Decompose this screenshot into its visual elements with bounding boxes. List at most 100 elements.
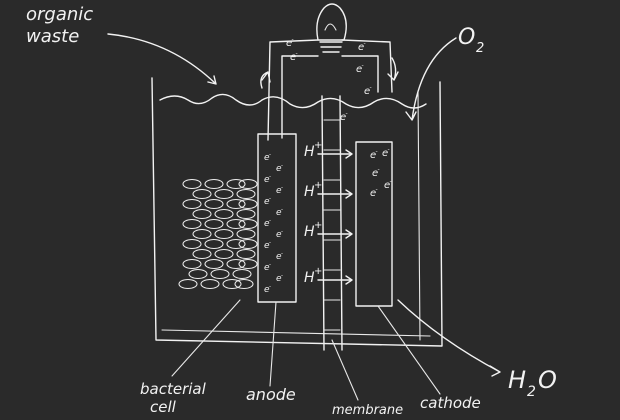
electron-symbol: e- xyxy=(264,196,271,207)
organic-waste-arrow xyxy=(107,33,217,85)
svg-text:e: e xyxy=(276,164,282,174)
svg-text:+: + xyxy=(314,180,322,191)
oxygen-subscript: 2 xyxy=(476,41,484,56)
anode-electrons: e-e-e-e-e-e-e-e-e-e-e-e-e- xyxy=(264,152,283,295)
bacterium xyxy=(238,258,258,270)
bacterium xyxy=(234,278,254,290)
svg-text:+: + xyxy=(314,266,322,277)
organic-waste-label-line2: waste xyxy=(26,26,79,47)
bacterium xyxy=(226,178,246,190)
tank-bottom-inner xyxy=(161,329,431,337)
proton-with-arrow: H+ xyxy=(304,140,353,160)
membrane-texture xyxy=(323,119,341,331)
svg-text:e: e xyxy=(276,252,282,262)
svg-text:e: e xyxy=(286,38,292,49)
svg-text:-: - xyxy=(296,51,298,58)
bacterium xyxy=(204,258,224,270)
svg-text:-: - xyxy=(388,147,390,154)
bacterial-cell-pointer xyxy=(171,299,241,377)
electron-symbol: e- xyxy=(264,218,271,229)
svg-text:e: e xyxy=(356,64,362,75)
svg-text:-: - xyxy=(281,273,283,279)
external-wire xyxy=(267,39,393,141)
svg-text:e: e xyxy=(264,285,270,295)
electron-symbol: e- xyxy=(290,51,298,64)
svg-text:-: - xyxy=(390,179,392,186)
electron-symbol: e- xyxy=(384,179,392,192)
bacterium xyxy=(204,238,224,250)
svg-text:e: e xyxy=(290,52,296,63)
anode-label: anode xyxy=(246,385,296,404)
svg-text:e: e xyxy=(340,112,346,123)
anode-pointer xyxy=(269,301,277,387)
electron-symbol: e- xyxy=(372,167,380,180)
cathode-electrons: e-e-e-e-e- xyxy=(370,147,392,200)
bacterium xyxy=(232,268,252,280)
electron-symbol: e- xyxy=(276,207,283,218)
membrane-label: membrane xyxy=(332,403,403,415)
svg-text:e: e xyxy=(276,230,282,240)
wire-arrow-left xyxy=(260,71,271,89)
svg-text:e: e xyxy=(370,150,376,161)
electron-symbol: e- xyxy=(276,185,283,196)
electron-symbol: e- xyxy=(276,229,283,240)
bacterium xyxy=(182,258,202,270)
water-surface xyxy=(159,93,427,109)
cathode-label: cathode xyxy=(420,394,481,412)
tank-outline xyxy=(151,77,443,347)
bacterium xyxy=(226,258,246,270)
svg-text:e: e xyxy=(372,168,378,179)
svg-text:-: - xyxy=(269,152,271,158)
electron-symbol: e- xyxy=(356,63,364,76)
svg-text:-: - xyxy=(269,240,271,246)
electron-symbol: e- xyxy=(264,262,271,273)
bacterium xyxy=(192,228,212,240)
bacterium xyxy=(182,218,202,230)
bacterium xyxy=(238,198,258,210)
wire-arrow-right xyxy=(387,57,399,81)
bacterium xyxy=(214,248,234,260)
svg-text:e: e xyxy=(384,180,390,191)
water-label-sub: 2 xyxy=(527,384,536,400)
bacterium xyxy=(178,278,198,290)
bacterium xyxy=(192,208,212,220)
bacterium xyxy=(236,208,256,220)
wire-electrons: e-e-e-e-e-e- xyxy=(286,37,372,124)
bacterium xyxy=(204,178,224,190)
svg-text:-: - xyxy=(281,163,283,169)
bacterium xyxy=(182,178,202,190)
svg-text:e: e xyxy=(276,208,282,218)
water-label-o: O xyxy=(538,366,557,394)
svg-text:-: - xyxy=(269,174,271,180)
electron-symbol: e- xyxy=(276,163,283,174)
cathode-pointer xyxy=(377,305,441,395)
electron-symbol: e- xyxy=(364,85,372,98)
svg-text:e: e xyxy=(276,186,282,196)
bacterium xyxy=(214,228,234,240)
svg-text:-: - xyxy=(346,111,348,118)
electron-symbol: e- xyxy=(264,240,271,251)
bacterium xyxy=(226,238,246,250)
svg-text:e: e xyxy=(264,175,270,185)
membrane-pointer xyxy=(331,339,359,401)
svg-text:H: H xyxy=(304,270,315,286)
svg-text:H: H xyxy=(304,184,315,200)
electron-symbol: e- xyxy=(276,251,283,262)
bacterial-cell-label-line2: cell xyxy=(150,398,177,415)
electron-symbol: e- xyxy=(264,152,271,163)
svg-text:-: - xyxy=(281,185,283,191)
organic-waste-label-line1: organic xyxy=(26,4,93,25)
bacterium xyxy=(200,278,220,290)
svg-text:+: + xyxy=(314,220,322,231)
svg-text:e: e xyxy=(382,148,388,159)
bacterium xyxy=(238,178,258,190)
svg-text:-: - xyxy=(269,218,271,224)
proton-group: H+H+H+H+ xyxy=(304,140,353,286)
bacterium xyxy=(214,188,234,200)
svg-text:-: - xyxy=(281,251,283,257)
svg-text:-: - xyxy=(376,187,378,194)
svg-text:H: H xyxy=(304,224,315,240)
svg-text:e: e xyxy=(276,274,282,284)
